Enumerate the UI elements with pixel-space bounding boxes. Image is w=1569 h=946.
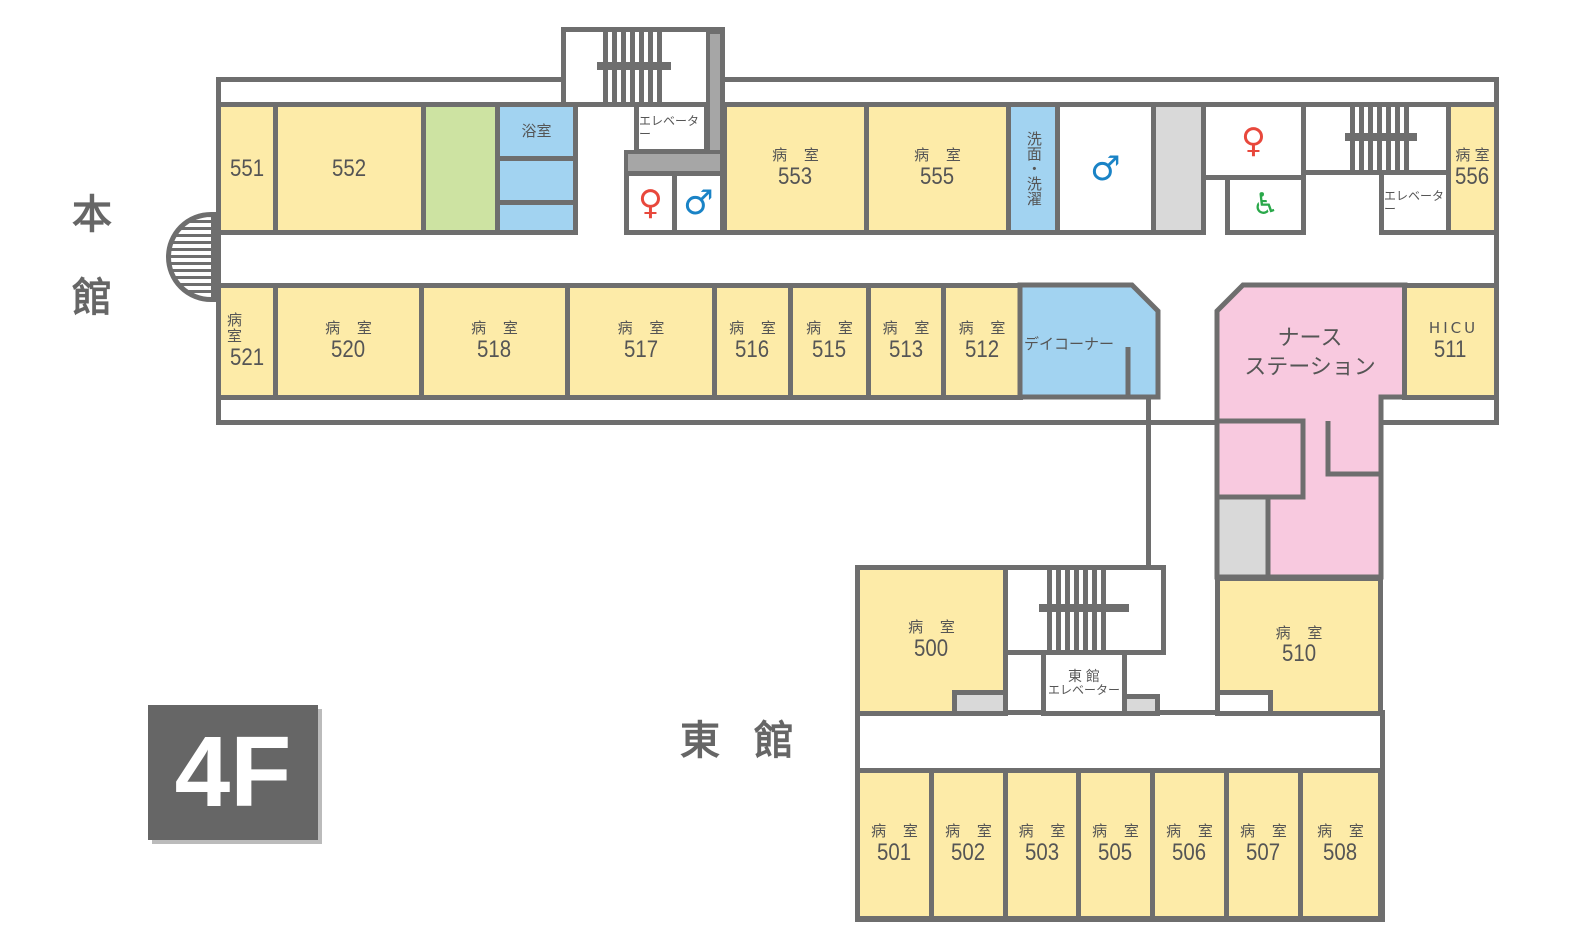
utility-room (1151, 102, 1206, 235)
nurse-station-label: ナースステーション (1244, 326, 1376, 380)
room-551[interactable]: 551 (216, 102, 278, 235)
accessible-toilet[interactable]: ♿ (1225, 175, 1306, 235)
female-toilet-icon: ♀ (1241, 121, 1266, 161)
room-552[interactable]: 552 (273, 102, 426, 235)
east-corridor-wall (1146, 395, 1151, 570)
main-building-label-1: 本 (72, 192, 112, 238)
east-elevator[interactable]: 東 館エレベーター (1041, 650, 1127, 716)
spiral-stair-icon (166, 212, 216, 302)
floor-badge: 4F (148, 705, 318, 840)
storage (952, 690, 1008, 716)
elevator-main[interactable]: エレベーター (634, 102, 709, 154)
male-toilet-icon: ♂ (1090, 148, 1121, 189)
nurse-station[interactable] (1213, 281, 1409, 583)
bath-stall (495, 200, 578, 235)
female-toilet[interactable]: ♀ (624, 171, 677, 235)
washroom-laundry[interactable]: 洗面・洗濯 (1006, 102, 1060, 235)
female-toilet-icon: ♀ (638, 183, 663, 223)
stair-landing (1345, 133, 1417, 141)
day-corner[interactable] (1016, 281, 1166, 403)
wheelchair-icon: ♿ (1252, 187, 1279, 222)
bath-stall (495, 156, 578, 205)
green-room (421, 102, 500, 235)
storage (1122, 694, 1160, 716)
stair-landing (1039, 604, 1129, 612)
storage (1215, 690, 1273, 716)
bath-room[interactable]: 浴室 (495, 102, 578, 161)
day-corner-label: デイコーナー (1024, 335, 1115, 353)
elevator-east-end[interactable]: エレベーター (1379, 170, 1451, 235)
east-building-label: 東 館 (680, 718, 804, 764)
male-toilet[interactable]: ♂ (1055, 102, 1156, 235)
male-toilet[interactable]: ♂ (672, 171, 725, 235)
main-building-label-2: 館 (72, 275, 112, 321)
stair-landing (597, 62, 671, 70)
female-toilet[interactable]: ♀ (1201, 102, 1306, 180)
male-toilet-icon: ♂ (683, 183, 714, 223)
